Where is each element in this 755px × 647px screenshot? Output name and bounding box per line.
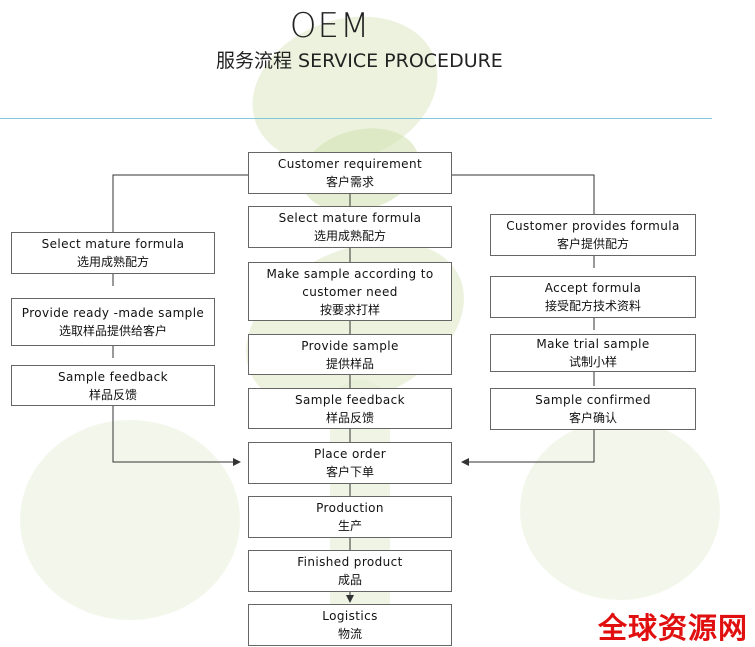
left-step-select-mature-formula: Select mature formula 选用成熟配方 <box>11 232 215 274</box>
step-label-zh: 选用成熟配方 <box>313 229 386 243</box>
step-label-zh: 样品反馈 <box>325 410 374 425</box>
step-label-zh: 客户下单 <box>325 465 374 479</box>
step-label-zh: 提供样品 <box>325 356 374 371</box>
left-step-provide-ready-sample: Provide ready -made sample 选取样品提供给客户 <box>11 298 215 346</box>
step-label-en: Make sample according to <box>266 266 434 281</box>
connector-left-top <box>112 174 248 232</box>
step-label-en: Logistics <box>322 609 378 623</box>
step-label-zh: 成品 <box>337 573 362 587</box>
step-label-en: Finished product <box>297 555 403 569</box>
step-label-en: Sample feedback <box>295 392 405 407</box>
step-label-zh: 选取样品提供给客户 <box>58 324 167 338</box>
page-subtitle: 服务流程 SERVICE PROCEDURE <box>216 50 503 72</box>
right-step-customer-provides-formula: Customer provides formula 客户提供配方 <box>490 214 696 256</box>
step-label-en: Accept formula <box>544 281 642 295</box>
step-logistics: Logistics 物流 <box>248 604 452 646</box>
right-step-accept-formula: Accept formula 接受配方技术资料 <box>490 276 696 318</box>
connector-left-bottom <box>112 406 241 466</box>
step-label-en: Place order <box>313 447 387 461</box>
step-provide-sample: Provide sample 提供样品 <box>248 334 452 375</box>
step-label-en: Sample feedback <box>58 369 168 384</box>
step-label-en: Provide ready -made sample <box>21 306 205 320</box>
step-label-zh: 按要求打样 <box>319 302 380 317</box>
step-label-en: Select mature formula <box>41 237 185 251</box>
right-step-sample-confirmed: Sample confirmed 客户确认 <box>490 388 696 430</box>
step-label-en: Customer requirement <box>277 157 423 171</box>
step-label-en: Make trial sample <box>536 337 650 351</box>
page-title: OEM <box>289 6 371 46</box>
background-glow <box>520 420 720 600</box>
connector-right-top <box>452 174 595 214</box>
step-label-en: Customer provides formula <box>506 219 680 233</box>
step-production: Production 生产 <box>248 496 452 538</box>
step-label-zh: 样品反馈 <box>88 387 137 402</box>
site-watermark: 全球资源网 <box>598 611 749 645</box>
step-select-mature-formula: Select mature formula 选用成熟配方 <box>248 206 452 248</box>
step-label-zh: 试制小样 <box>568 355 617 369</box>
step-label-zh: 接受配方技术资料 <box>544 299 641 313</box>
header-divider <box>0 118 712 119</box>
step-sample-feedback: Sample feedback 样品反馈 <box>248 388 452 429</box>
step-label-zh: 客户提供配方 <box>556 237 629 251</box>
right-step-make-trial-sample: Make trial sample 试制小样 <box>490 334 696 372</box>
step-label-zh: 物流 <box>337 627 362 641</box>
step-label-en: Provide sample <box>301 338 399 353</box>
step-label-en: customer need <box>302 284 398 299</box>
step-label-zh: 选用成熟配方 <box>76 255 149 269</box>
step-label-en: Production <box>316 501 384 515</box>
step-customer-requirement: Customer requirement 客户需求 <box>248 152 452 194</box>
left-step-sample-feedback: Sample feedback 样品反馈 <box>11 365 215 406</box>
step-label-zh: 客户确认 <box>568 411 617 425</box>
step-finished-product: Finished product 成品 <box>248 550 452 592</box>
step-place-order: Place order 客户下单 <box>248 442 452 484</box>
step-label-zh: 客户需求 <box>325 175 374 189</box>
step-label-en: Select mature formula <box>278 211 422 225</box>
background-glow <box>20 420 240 620</box>
step-label-en: Sample confirmed <box>535 393 651 407</box>
step-label-zh: 生产 <box>337 519 362 533</box>
step-make-sample: Make sample according to customer need 按… <box>248 262 452 321</box>
connector-right-bottom <box>461 430 595 466</box>
